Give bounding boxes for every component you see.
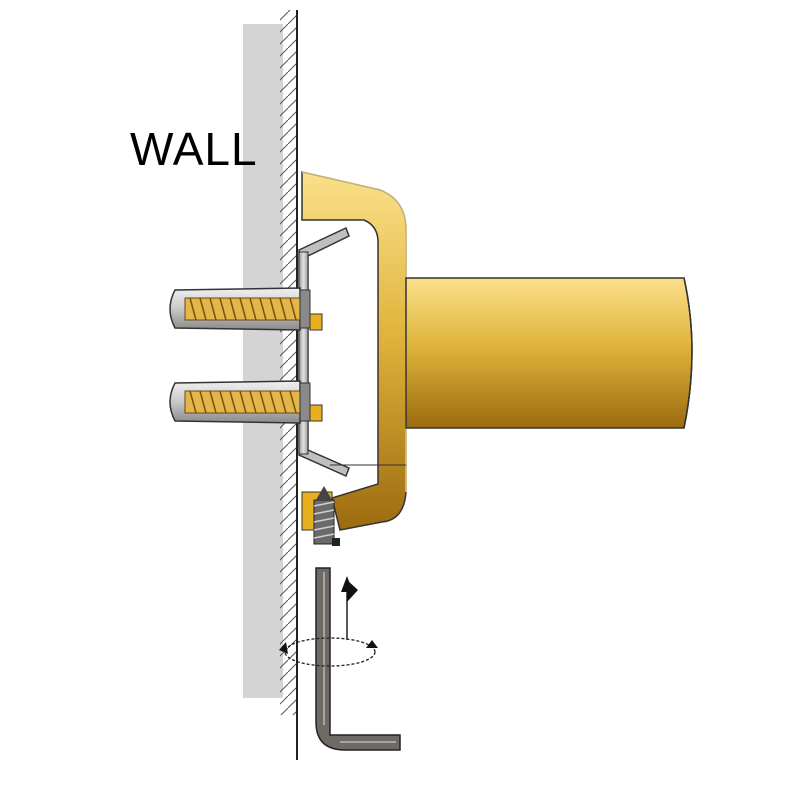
insertion-arrow-flag [347,580,358,602]
lower-screw-head [309,404,323,422]
set-screw [301,486,340,546]
upper-screw-thread [184,297,301,321]
mounting-plate [298,226,350,478]
upper-anchor [169,287,323,331]
wall-hatching [280,10,296,715]
hex-key [315,567,401,751]
upper-screw-head [309,313,323,331]
lower-screw-thread [184,390,301,414]
brass-arm [405,277,693,429]
wall-label: WALL [130,123,258,175]
lower-anchor [169,380,323,424]
insertion-arrow [341,576,358,640]
brass-flange [301,171,407,531]
rotation-arrow [279,637,378,667]
